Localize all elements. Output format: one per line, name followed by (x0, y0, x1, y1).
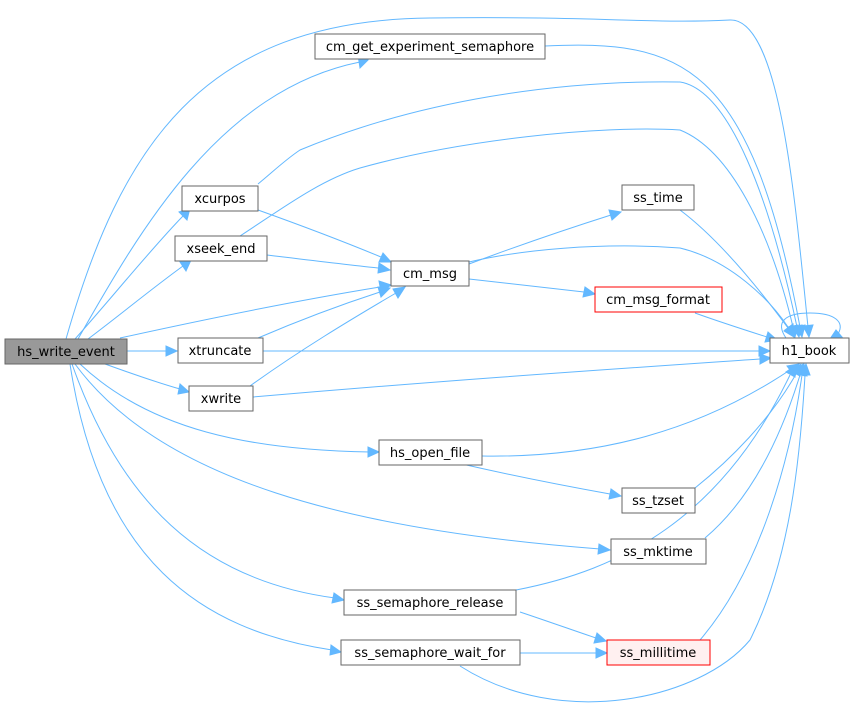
edge-xwrite-to-h1_book (252, 353, 773, 398)
node-ss_time[interactable]: ss_time (621, 184, 695, 211)
node-ss_tzset[interactable]: ss_tzset (621, 487, 696, 514)
edge-ss_semaphore_release-to-h1_book (515, 363, 797, 591)
node-ss_semaphore_release[interactable]: ss_semaphore_release (343, 589, 517, 616)
node-label-xseek_end: xseek_end (187, 242, 256, 257)
edge-xcurpos-to-cm_msg (257, 209, 393, 263)
node-label-hs_write_event: hs_write_event (17, 345, 115, 360)
edge-ss_millitime-to-h1_book (699, 362, 808, 641)
edge-hs_write_event-to-cm_msg (119, 280, 393, 339)
node-label-hs_open_file: hs_open_file (390, 446, 470, 461)
edge-cm_msg-to-ss_time (468, 209, 623, 265)
node-cm_get_experiment_semaphore[interactable]: cm_get_experiment_semaphore (314, 33, 546, 60)
edge-hs_open_file-to-ss_tzset (461, 463, 623, 500)
node-label-xcurpos: xcurpos (194, 192, 245, 207)
edge-hs_write_event-to-ss_semaphore_wait_for (69, 363, 343, 656)
edge-xseek_end-to-cm_msg (266, 254, 392, 274)
node-label-ss_semaphore_release: ss_semaphore_release (357, 596, 504, 611)
edge-xtruncate-to-cm_msg (257, 286, 392, 339)
node-label-cm_msg: cm_msg (403, 267, 457, 282)
node-xseek_end[interactable]: xseek_end (174, 235, 268, 262)
edge-cm_msg-to-cm_msg_format (468, 278, 597, 298)
edge-hs_write_event-to-hs_open_file (79, 363, 381, 458)
node-label-ss_millitime: ss_millitime (620, 646, 697, 661)
node-xtruncate[interactable]: xtruncate (177, 337, 264, 364)
node-label-xwrite: xwrite (201, 392, 241, 407)
edge-ss_semaphore_release-to-ss_millitime (519, 611, 608, 644)
node-label-cm_get_experiment_semaphore: cm_get_experiment_semaphore (326, 40, 534, 55)
edge-hs_write_event-to-ss_semaphore_release (71, 363, 346, 604)
node-xwrite[interactable]: xwrite (188, 385, 254, 412)
edge-hs_write_event-to-xseek_end (87, 259, 192, 340)
edge-hs_write_event-to-xwrite (104, 363, 191, 395)
node-h1_book[interactable]: h1_book (769, 337, 850, 364)
node-ss_mktime[interactable]: ss_mktime (610, 538, 707, 565)
node-cm_msg[interactable]: cm_msg (390, 260, 470, 287)
node-label-h1_book: h1_book (782, 344, 837, 359)
node-cm_msg_format[interactable]: cm_msg_format (594, 286, 723, 313)
node-hs_open_file[interactable]: hs_open_file (378, 439, 483, 466)
edge-xtruncate-to-h1_book (263, 345, 772, 357)
node-label-xtruncate: xtruncate (189, 344, 252, 359)
edge-hs_write_event-to-xtruncate (127, 345, 179, 357)
node-label-ss_time: ss_time (633, 191, 682, 206)
edge-hs_write_event-to-ss_mktime (74, 363, 612, 555)
node-label-cm_msg_format: cm_msg_format (606, 293, 710, 308)
node-hs_write_event[interactable]: hs_write_event (4, 338, 128, 365)
node-label-ss_mktime: ss_mktime (623, 545, 693, 560)
node-label-ss_tzset: ss_tzset (632, 494, 684, 509)
node-label-ss_semaphore_wait_for: ss_semaphore_wait_for (354, 646, 506, 661)
edge-ss_time-to-h1_book (679, 209, 795, 338)
edge-ss_tzset-to-h1_book (694, 362, 802, 489)
node-xcurpos[interactable]: xcurpos (181, 185, 259, 212)
edge-ss_semaphore_wait_for-to-ss_millitime (520, 647, 609, 659)
node-ss_millitime[interactable]: ss_millitime (606, 639, 711, 666)
edge-xwrite-to-cm_msg (249, 286, 407, 387)
edge-cm_msg_format-to-h1_book (694, 312, 779, 343)
node-ss_semaphore_wait_for[interactable]: ss_semaphore_wait_for (340, 639, 521, 666)
edge-hs_write_event-to-h1_book (65, 17, 814, 340)
